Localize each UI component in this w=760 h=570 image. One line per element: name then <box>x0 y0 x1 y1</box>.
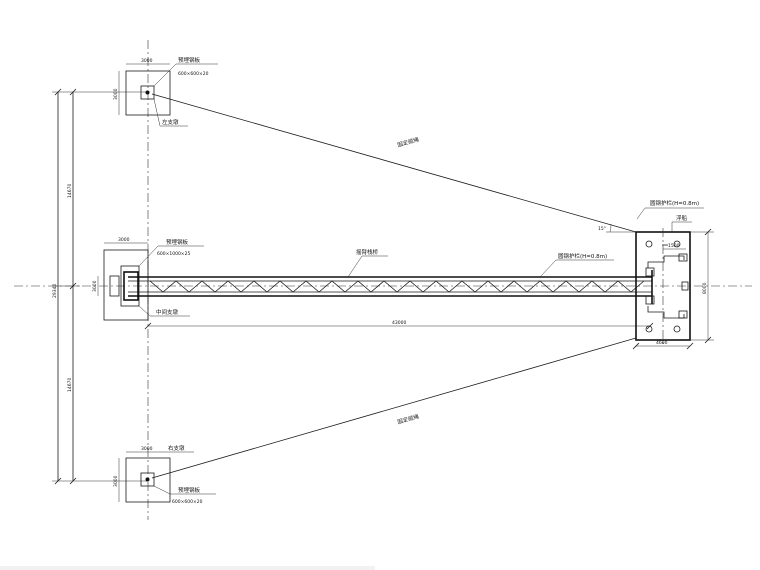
left-plate-spec: 600×600×20 <box>178 71 209 77</box>
overall-vertical-dimension: 29340 14670 14670 <box>52 88 148 485</box>
left-pier: 3000 3000 预埋钢板 600×600×20 左支墩 <box>113 56 218 127</box>
right-box-height-dim: 3000 <box>113 475 119 487</box>
mid-plate-title: 预埋钢板 <box>166 238 189 246</box>
barge-width-dim: 4600 <box>656 340 668 346</box>
right-pier: 3000 3000 右支墩 预埋钢板 600×600×20 <box>113 444 216 505</box>
barge-guardrail-label: 圆钢护栏(H=0.8m) <box>650 199 699 207</box>
barge: 4600 8000 1500 圆钢护栏(H=0.8m) 浮船 <box>632 199 714 350</box>
upper-fixed-cable <box>151 93 637 233</box>
left-plate-title: 预埋钢板 <box>178 56 201 64</box>
overall-total-dim: 29340 <box>52 284 58 298</box>
bridge-truss: 摇臂栈桥 圆钢护栏(H=0.8m) <box>123 248 652 301</box>
bridge-label: 摇臂栈桥 <box>356 248 379 256</box>
mid-box-height-dim: 3000 <box>92 280 98 292</box>
lower-fixed-cable <box>151 337 637 479</box>
angle-label: 15° <box>598 226 606 232</box>
mid-plate-spec: 600×1000×25 <box>157 251 190 257</box>
barge-label: 浮船 <box>676 214 688 222</box>
right-box-width-dim: 3000 <box>141 446 153 452</box>
barge-inner-dim: 1500 <box>668 243 680 249</box>
span-dim: 43000 <box>392 320 406 326</box>
upper-cable-label: 固定缆绳 <box>396 135 420 149</box>
overall-upper-dim: 14670 <box>67 184 73 198</box>
left-box-height-dim: 3000 <box>113 88 119 100</box>
overall-lower-dim: 14670 <box>67 378 73 392</box>
right-plate-spec: 600×600×20 <box>172 499 203 505</box>
middle-pier: 3000 3000 预埋钢板 600×1000×25 中间支墩 <box>92 237 204 321</box>
barge-height-dim: 8000 <box>702 282 708 294</box>
left-box-width-dim: 3000 <box>141 58 153 64</box>
angle-annotation: 15° <box>598 223 640 233</box>
bottom-scroll-strip <box>0 566 375 570</box>
span-dimension: 43000 <box>144 320 654 330</box>
bridge-guardrail-label: 圆钢护栏(H=0.8m) <box>558 252 607 260</box>
lower-cable-label: 固定缆绳 <box>396 412 420 426</box>
right-plate-title: 预埋钢板 <box>178 486 201 494</box>
mid-box-width-dim: 3000 <box>118 237 130 243</box>
left-pier-label: 左支墩 <box>162 118 179 126</box>
right-pier-label: 右支墩 <box>168 444 185 452</box>
mid-pier-label: 中间支墩 <box>156 308 179 316</box>
